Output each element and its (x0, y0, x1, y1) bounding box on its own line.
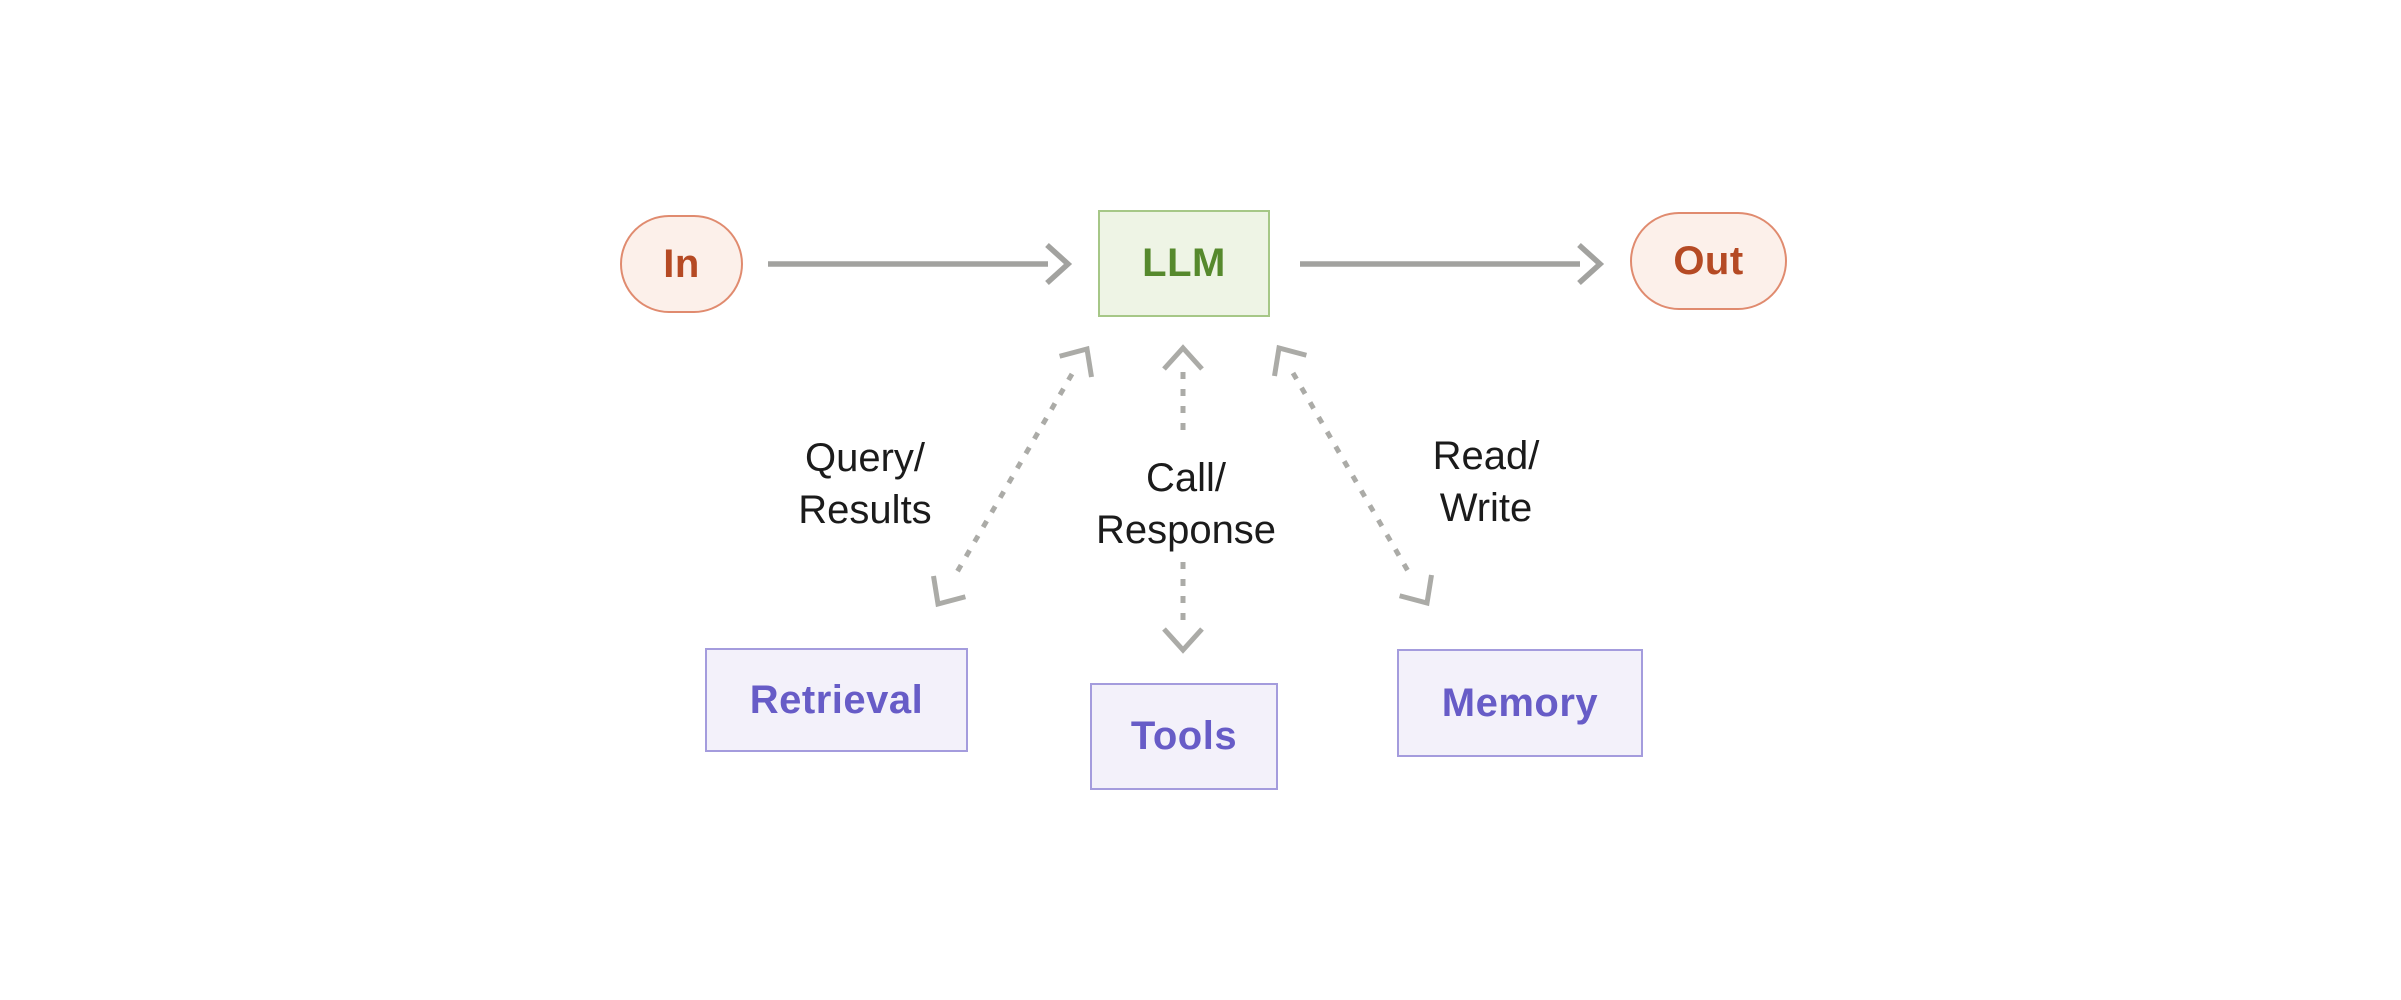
arrowhead-up-right-icon (1058, 345, 1094, 378)
arrowhead-down-icon (1162, 627, 1204, 654)
node-out: Out (1630, 212, 1787, 310)
arrowhead-right-icon (1045, 242, 1073, 286)
edge-label-call-response-line1: Call/ (1145, 456, 1227, 500)
edge-label-query-results: Query/ Results (735, 432, 995, 536)
arrow-llm-memory (1272, 344, 1434, 607)
node-tools: Tools (1090, 683, 1278, 790)
edge-label-query-results-line2: Results (798, 488, 932, 532)
node-tools-label: Tools (1130, 714, 1238, 758)
edge-label-query-results-line1: Query/ (804, 436, 926, 480)
node-retrieval-label: Retrieval (749, 677, 924, 722)
arrowhead-right-icon (1577, 242, 1605, 286)
arrow-llm-to-out (1300, 242, 1605, 286)
arrowhead-up-icon (1162, 344, 1204, 371)
node-llm-label: LLM (1142, 241, 1226, 285)
node-llm: LLM (1098, 210, 1270, 317)
edge-label-call-response: Call/ Response (1056, 452, 1316, 556)
arrow-llm-retrieval-shaft (950, 372, 1075, 581)
node-in: In (620, 215, 743, 313)
edge-label-read-write-line2: Write (1439, 486, 1533, 530)
edge-label-read-write-line1: Read/ (1432, 434, 1540, 478)
arrow-llm-retrieval (931, 345, 1094, 608)
arrow-llm-memory-shaft (1290, 371, 1415, 580)
arrowhead-up-left-icon (1272, 344, 1308, 377)
node-memory: Memory (1397, 649, 1643, 757)
node-out-label: Out (1673, 238, 1744, 283)
edge-label-call-response-line2: Response (1095, 508, 1277, 552)
node-memory-label: Memory (1441, 680, 1599, 725)
node-retrieval: Retrieval (705, 648, 968, 752)
arrowhead-down-right-icon (1398, 574, 1434, 607)
arrow-in-to-llm (768, 242, 1073, 286)
node-in-label: In (663, 241, 700, 286)
arrowhead-down-left-icon (931, 575, 967, 608)
edge-label-read-write: Read/ Write (1376, 430, 1596, 534)
arrow-llm-tools (1162, 344, 1204, 654)
